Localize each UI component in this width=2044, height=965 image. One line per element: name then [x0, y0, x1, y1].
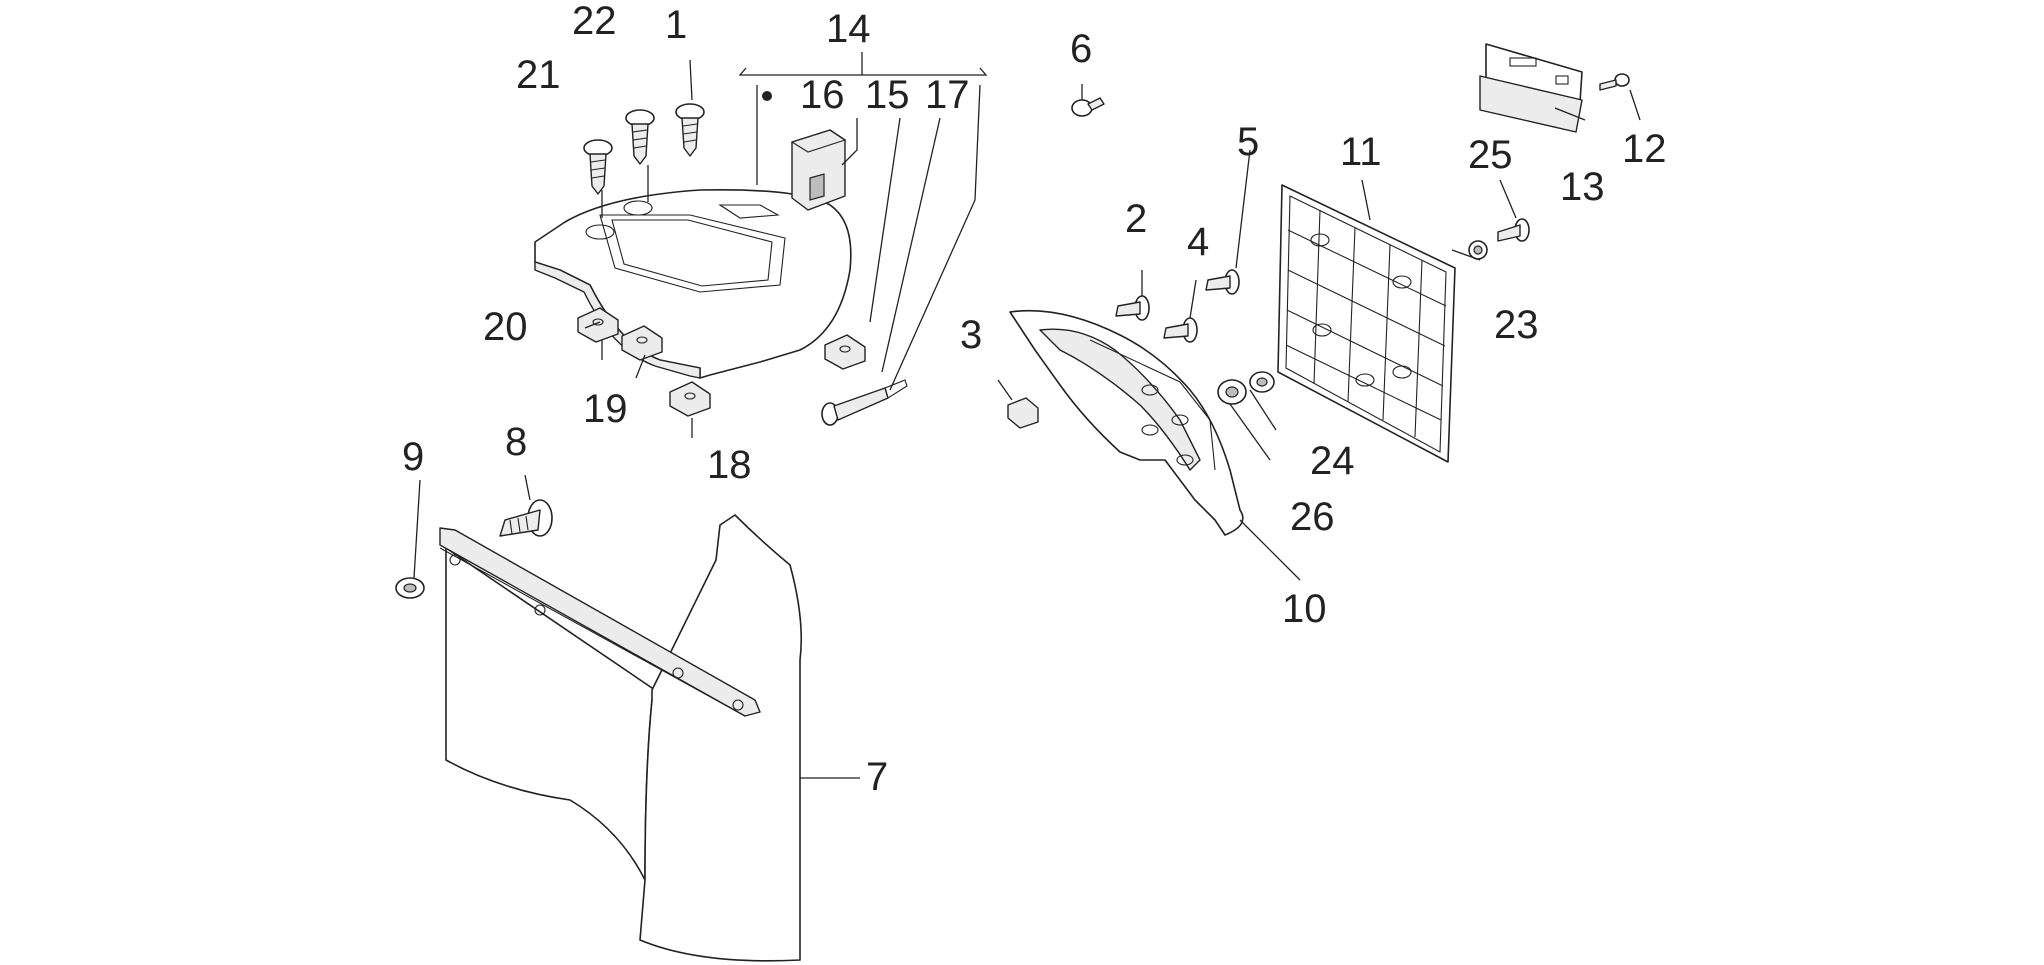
clip-3 — [1007, 397, 1039, 429]
callout-13: 13 — [1560, 165, 1605, 209]
license-bracket-10 — [1009, 309, 1244, 536]
callout-1: 1 — [665, 3, 687, 47]
callout-22: 22 — [572, 0, 617, 43]
plate-holder-11 — [1277, 184, 1456, 463]
spacer-26 — [1217, 379, 1247, 405]
screw-6 — [1071, 97, 1105, 117]
callout-6: 6 — [1070, 27, 1092, 71]
callout-14: 14 — [826, 7, 871, 51]
callout-21: 21 — [516, 53, 561, 97]
screw-4 — [1163, 317, 1198, 343]
leader-lines — [413, 52, 1641, 779]
screw-5 — [1205, 269, 1240, 295]
screw-25 — [1497, 218, 1530, 242]
callout-9: 9 — [402, 435, 424, 479]
carrier-tray — [534, 188, 852, 379]
callout-17: 17 — [925, 73, 970, 117]
nut-15 — [824, 334, 866, 370]
callout-labels: 1 2 3 4 5 6 7 8 9 10 11 12 13 14 15 16 1… — [402, 0, 1667, 799]
washer-23 — [1468, 240, 1488, 260]
callout-3: 3 — [960, 313, 982, 357]
callout-26: 26 — [1290, 495, 1335, 539]
nut-19 — [621, 325, 663, 361]
callout-11: 11 — [1340, 130, 1382, 174]
callout-5: 5 — [1237, 120, 1259, 164]
bolt-8 — [499, 499, 553, 537]
nut-18 — [669, 381, 711, 417]
screw-1 — [675, 103, 705, 157]
screw-12 — [1599, 73, 1630, 91]
screw-21 — [583, 139, 613, 195]
rivet-17 — [821, 379, 908, 426]
screw-2 — [1115, 295, 1150, 321]
callout-8: 8 — [505, 420, 527, 464]
marker-dot — [762, 91, 772, 101]
washer-9 — [395, 577, 425, 599]
callout-18: 18 — [707, 443, 752, 487]
bracket-13 — [1479, 43, 1583, 133]
screw-22 — [625, 109, 655, 165]
callout-2: 2 — [1125, 197, 1147, 241]
callout-16: 16 — [800, 73, 845, 117]
callout-20: 20 — [483, 305, 528, 349]
clip-16 — [790, 129, 847, 211]
mudflap-7 — [439, 514, 802, 962]
callout-25: 25 — [1468, 133, 1513, 177]
callout-10: 10 — [1282, 587, 1327, 631]
callout-12: 12 — [1622, 127, 1667, 171]
callout-7: 7 — [866, 755, 888, 799]
washer-24 — [1249, 371, 1275, 393]
callout-19: 19 — [583, 387, 628, 431]
callout-24: 24 — [1310, 439, 1355, 483]
callout-4: 4 — [1187, 220, 1209, 264]
callout-15: 15 — [865, 73, 910, 117]
nut-20 — [577, 307, 619, 343]
callout-23: 23 — [1494, 303, 1539, 347]
